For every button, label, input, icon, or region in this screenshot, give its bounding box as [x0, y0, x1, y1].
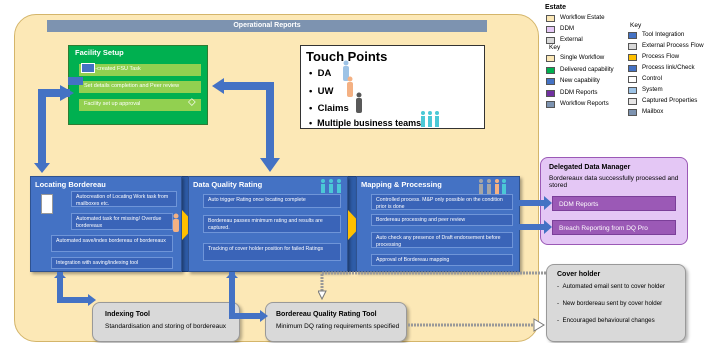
- legend-key-label: Workflow Reports: [560, 100, 609, 107]
- legend-key2-label: Tool Integration: [642, 31, 685, 38]
- mapping-row: Controlled process. M&P only possible on…: [371, 194, 513, 210]
- facility-row: Set details completion and Peer review: [79, 81, 201, 93]
- legend-key-label: New capability: [560, 77, 600, 84]
- mapping-panel: Mapping & Processing Controlled process.…: [356, 176, 520, 272]
- mailbox-icon: [81, 63, 95, 73]
- team-icon: [421, 111, 439, 127]
- legend-estate-label: DDM: [560, 25, 575, 32]
- team-icon: [321, 179, 341, 193]
- locating-bordereau-panel: Locating Bordereau Autocreation of Locat…: [30, 176, 182, 272]
- legend-key2-swatch: [628, 65, 637, 72]
- process-flow-arrow: [34, 77, 83, 173]
- facility-setup-panel: Facility Setup Auto-created FSU Task Set…: [68, 45, 208, 125]
- legend-key-label: Delivered capability: [560, 65, 614, 73]
- mapping-row: Bordereau processing and peer review: [371, 214, 513, 226]
- facility-setup-title: Facility Setup: [75, 48, 124, 57]
- data-quality-panel: Data Quality Rating Auto trigger Rating …: [188, 176, 348, 272]
- legend-key2-label: External Process Flow: [642, 42, 704, 49]
- locating-row: Automated save/index bordereau of border…: [51, 235, 173, 252]
- touch-point-item: • UW: [309, 86, 334, 97]
- flow-arrows: [518, 196, 552, 234]
- person-icon: [343, 60, 349, 81]
- mapping-row: Approval of Bordereau mapping: [371, 254, 513, 266]
- touch-point-item: • Claims: [309, 103, 349, 114]
- legend-key-swatch: [546, 101, 555, 108]
- dq-title: Data Quality Rating: [193, 180, 263, 189]
- document-icon: [41, 194, 53, 214]
- locating-row: Integration with saving/indexing tool: [51, 257, 173, 269]
- legend-key2-swatch: [628, 43, 637, 50]
- person-icon: [173, 213, 179, 232]
- legend-key-label: DDM Reports: [560, 88, 598, 96]
- dq-row: Tracking of cover holder position for fa…: [203, 243, 341, 261]
- dq-row: Bordereau passes minimum rating and resu…: [203, 215, 341, 233]
- legend-key2-swatch: [628, 98, 637, 105]
- touch-points-title: Touch Points: [306, 49, 388, 64]
- legend-estate-swatch: [546, 37, 555, 44]
- tool-integration-arrows: [54, 272, 268, 322]
- indexing-tool-box: Indexing Tool Standardisation and storin…: [92, 302, 240, 342]
- legend-key2-label: System: [642, 86, 663, 93]
- indexing-title: Indexing Tool: [105, 311, 150, 318]
- legend-key-title: Key: [549, 44, 561, 51]
- legend-key-swatch: [546, 66, 555, 74]
- process-flow-arrow: [212, 78, 280, 172]
- cover-item: - Automated email sent to cover holder: [557, 283, 665, 290]
- legend-key2-label: Captured Properties: [642, 97, 698, 104]
- cover-item: - Encouraged behavioural changes: [557, 317, 655, 324]
- ddm-reports-bar: DDM Reports: [552, 196, 676, 211]
- legend-estate-swatch: [546, 26, 555, 33]
- legend-key2-swatch: [628, 87, 637, 94]
- mapping-title: Mapping & Processing: [361, 180, 442, 189]
- external-process-flow: [318, 271, 546, 332]
- legend-key2-label: Control: [642, 75, 662, 82]
- ddm-description: Bordereaux data successfully processed a…: [549, 175, 679, 189]
- quality-tool-title: Bordereau Quality Rating Tool: [276, 311, 377, 318]
- cover-holder-title: Cover holder: [557, 271, 601, 278]
- tag-icon: ⬦: [188, 96, 196, 108]
- legend-estate-label: Workflow Estate: [560, 14, 605, 21]
- locating-row: Automated task for missing/ Overdue bord…: [71, 213, 173, 230]
- legend-key-label: Single Workflow: [560, 54, 605, 61]
- touch-point-item: • DA: [309, 68, 332, 79]
- locating-row: Autocreation of Locating Work task from …: [71, 191, 177, 207]
- team-icon: [479, 179, 506, 194]
- facility-row: Facility set up approval: [79, 99, 201, 111]
- touch-points-box: Touch Points • DA • UW • Claims • Multip…: [300, 45, 485, 129]
- touch-point-item: • Multiple business teams: [309, 118, 422, 128]
- quality-tool-box: Bordereau Quality Rating Tool Minimum DQ…: [265, 302, 407, 342]
- legend-key-swatch: [546, 55, 555, 62]
- operational-reports-banner: Operational Reports: [47, 20, 487, 32]
- legend-estate-label: External: [560, 36, 583, 43]
- legend-estate-title: Estate: [545, 4, 567, 11]
- ddm-title: Delegated Data Manager: [549, 164, 631, 171]
- legend-key2-label: Mailbox: [642, 108, 664, 115]
- legend-key2-swatch: [628, 54, 637, 61]
- quality-tool-desc: Minimum DQ rating requirements specified: [276, 323, 400, 330]
- indexing-desc: Standardisation and storing of bordereau…: [105, 323, 227, 330]
- person-icon: [347, 76, 353, 97]
- legend-key-swatch: [546, 89, 555, 97]
- cover-holder-box: Cover holder - Automated email sent to c…: [546, 264, 686, 342]
- legend-key2-swatch: [628, 76, 637, 83]
- person-icon: [356, 92, 362, 113]
- legend-key2-swatch: [628, 109, 637, 116]
- locating-title: Locating Bordereau: [35, 180, 106, 189]
- facility-row: Auto-created FSU Task: [79, 64, 201, 76]
- legend-key2-label: Process link/Check: [642, 64, 695, 71]
- legend-estate-swatch: [546, 15, 555, 22]
- mapping-row: Auto check any presence of Draft endorse…: [371, 232, 513, 248]
- legend-key-swatch: [546, 78, 555, 85]
- legend-key2-swatch: [628, 32, 637, 39]
- chevron-arrow: [348, 210, 362, 240]
- breach-reporting-bar: Breach Reporting from DQ Pro: [552, 220, 676, 235]
- legend-key2-label: Process Flow: [642, 53, 680, 60]
- dq-row: Auto trigger Rating once locating comple…: [203, 194, 341, 208]
- legend-key2-title: Key: [630, 22, 642, 29]
- cover-item: - New bordereau sent by cover holder: [557, 300, 663, 307]
